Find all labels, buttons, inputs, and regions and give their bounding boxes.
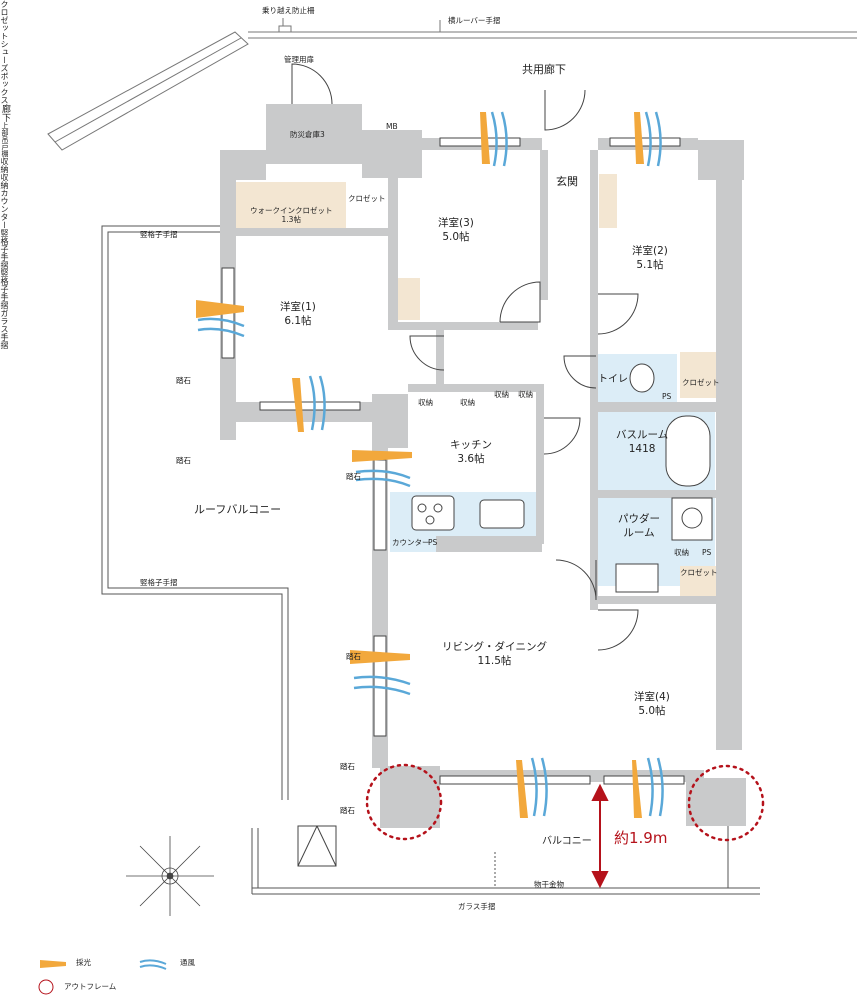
toilet-label: トイレ — [598, 374, 628, 385]
balcony-label: バルコニー — [542, 836, 592, 847]
stepping-stone-5: 踏石 — [340, 762, 355, 771]
drying-hardware-label: 物干金物 — [534, 880, 564, 889]
bathroom: バスルーム 1418 — [616, 428, 668, 456]
shuno-label-4: 収納 — [518, 390, 533, 399]
shuno-label-6: 収納 — [0, 173, 9, 189]
legend-icons — [38, 959, 167, 995]
balcony-outline — [251, 826, 760, 895]
stepping-stone-2: 踏石 — [176, 456, 191, 465]
top-louver — [248, 18, 857, 39]
counter-label: カウンター — [392, 538, 430, 547]
powder-room: パウダー ルーム — [618, 512, 660, 540]
counter-vertical-label: カウンター — [0, 189, 9, 229]
anti-climb-fence-label: 乗り越え防止柵 — [262, 6, 315, 15]
louver-rail-label: 横ルーバー手摺 — [448, 16, 501, 25]
western-room-2: 洋室(2) 5.1帖 — [632, 244, 668, 272]
glass-rail-left-label: ガラス手摺 — [0, 309, 9, 349]
stepping-stone-3: 踏石 — [346, 472, 361, 481]
w4-name: 洋室(4) — [634, 691, 670, 703]
toilet-closet-label: クロゼット — [682, 378, 720, 387]
powder-shuno-label: 収納 — [674, 548, 689, 557]
w3-closet-label: クロゼット — [0, 0, 9, 40]
w3-size: 5.0帖 — [442, 231, 470, 243]
shuno-label-2: 収納 — [460, 398, 475, 407]
powder-closet-label: クロゼット — [680, 568, 718, 577]
wic-size: 1.3帖 — [281, 215, 301, 224]
kitchen-name: キッチン — [450, 439, 492, 451]
w2-size: 5.1帖 — [636, 259, 664, 271]
upper-storage-label: 上部吊戸棚 — [1, 122, 9, 157]
glass-rail-bottom-label: ガラス手摺 — [458, 902, 496, 911]
bath-size: 1418 — [628, 443, 656, 455]
dimension-label: 約1.9m — [614, 829, 668, 847]
shuno-label-3: 収納 — [494, 390, 509, 399]
w1-name: 洋室(1) — [280, 301, 316, 313]
wic-closet-label: クロゼット — [348, 194, 386, 203]
roof-diagonal — [47, 31, 249, 151]
western-room-1: 洋室(1) 6.1帖 — [280, 300, 316, 328]
light-icons — [196, 112, 644, 818]
outframe-markers — [365, 763, 765, 842]
kitchen-ps-label: PS — [428, 538, 438, 547]
lattice-rail-left-label: 竪格子手摺 — [0, 229, 9, 269]
living-dining: リビング・ダイニング 11.5帖 — [442, 640, 547, 668]
compass-icon — [126, 836, 214, 916]
shuno-label-1: 収納 — [418, 398, 433, 407]
storage3-label: 防災倉庫3 — [290, 130, 325, 139]
toilet-ps-label: PS — [662, 392, 672, 401]
legend-outframe-label: アウトフレーム — [64, 982, 117, 991]
lattice-rail-bottom-label: 竪格子手摺 — [140, 578, 178, 587]
stepping-stone-6: 踏石 — [340, 806, 355, 815]
western-room-3: 洋室(3) 5.0帖 — [438, 216, 474, 244]
lattice-rail-right-label: 竪格子手摺 — [0, 269, 9, 309]
maintenance-door-label: 管理用扉 — [284, 55, 314, 64]
shoes-box-label: シューズボックス — [0, 40, 9, 104]
wic-name: ウォークインクロゼット — [250, 206, 333, 215]
shuno-label-5: 収納 — [0, 157, 9, 173]
hall-label: 廊下 — [0, 104, 10, 122]
powder-name-1: パウダー — [618, 513, 660, 525]
w3-name: 洋室(3) — [438, 217, 474, 229]
stepping-stone-4: 踏石 — [346, 652, 361, 661]
common-corridor-label: 共用廊下 — [522, 63, 566, 76]
mb-label: MB — [386, 122, 398, 131]
roof-balcony-label: ルーフバルコニー — [194, 503, 282, 516]
genkan-label: 玄関 — [556, 175, 578, 188]
kitchen-size: 3.6帖 — [457, 453, 485, 465]
wic-room: ウォークインクロゼット 1.3帖 — [250, 206, 333, 224]
dimension-arrow — [591, 783, 609, 889]
fixtures — [297, 363, 713, 867]
bath-name: バスルーム — [616, 429, 669, 441]
ld-size: 11.5帖 — [477, 655, 512, 667]
w1-size: 6.1帖 — [284, 315, 312, 327]
door-swings — [291, 63, 639, 651]
w2-name: 洋室(2) — [632, 245, 668, 257]
wind-icons — [197, 111, 664, 817]
western-room-4: 洋室(4) 5.0帖 — [634, 690, 670, 718]
ld-name: リビング・ダイニング — [442, 641, 547, 653]
lattice-rail-top-label: 竪格子手摺 — [140, 230, 178, 239]
kitchen: キッチン 3.6帖 — [450, 438, 492, 466]
powder-name-2: ルーム — [623, 527, 655, 539]
powder-ps-label: PS — [702, 548, 712, 557]
legend-wind-label: 通風 — [180, 958, 195, 967]
stepping-stone-1: 踏石 — [176, 376, 191, 385]
w4-size: 5.0帖 — [638, 705, 666, 717]
legend-light-label: 採光 — [76, 958, 91, 967]
